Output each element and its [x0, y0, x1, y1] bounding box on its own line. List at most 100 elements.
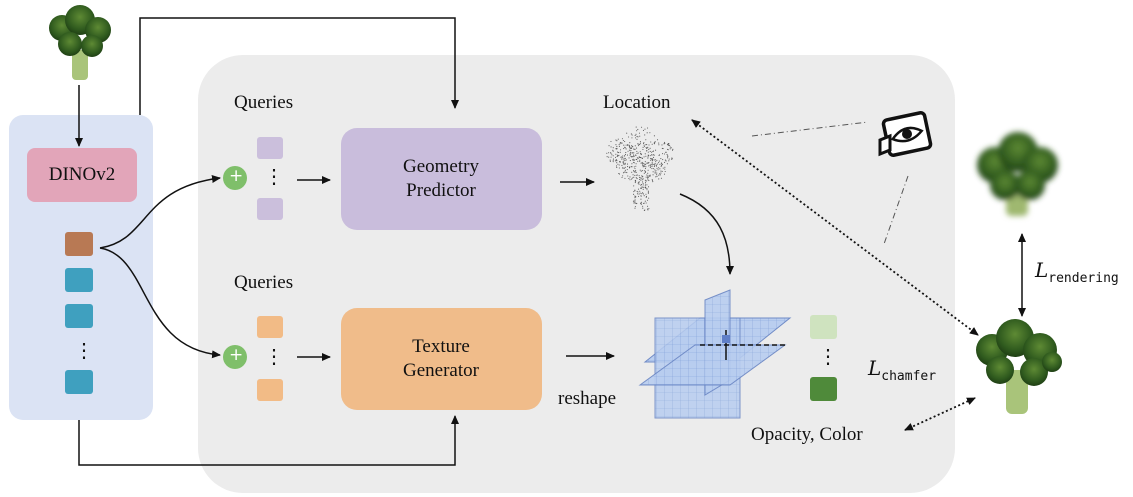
point — [643, 156, 645, 158]
point — [643, 172, 645, 174]
point — [616, 145, 618, 148]
point — [619, 161, 621, 163]
point — [619, 151, 621, 153]
point — [616, 147, 618, 149]
point — [622, 155, 624, 157]
arrow-opacity-gt — [904, 397, 976, 431]
point — [639, 144, 641, 146]
point — [627, 144, 629, 147]
point — [622, 166, 624, 168]
point — [636, 152, 638, 154]
point — [648, 161, 650, 164]
point — [635, 163, 637, 165]
point — [656, 139, 659, 141]
point — [647, 176, 649, 178]
point — [650, 141, 652, 143]
point — [640, 184, 642, 186]
point — [638, 132, 640, 134]
point — [622, 156, 624, 159]
point — [644, 128, 646, 130]
point — [615, 144, 617, 146]
point — [634, 196, 637, 198]
point — [616, 155, 618, 158]
point — [636, 157, 638, 159]
point — [633, 159, 635, 161]
point — [639, 135, 641, 137]
point — [646, 184, 648, 186]
point — [625, 159, 627, 161]
point — [606, 152, 608, 154]
point — [645, 193, 647, 195]
point — [619, 143, 621, 145]
point — [651, 166, 653, 168]
point-cloud-icon — [606, 126, 674, 212]
point — [619, 142, 621, 144]
point — [622, 172, 625, 174]
point — [666, 153, 668, 155]
point — [639, 151, 641, 153]
broccoli-gt-image — [976, 319, 1062, 414]
point — [628, 144, 630, 146]
point — [622, 139, 624, 142]
point — [664, 161, 666, 163]
token-teal — [65, 370, 93, 394]
point — [653, 165, 655, 168]
point — [631, 152, 633, 154]
point — [660, 172, 662, 174]
point — [635, 126, 637, 128]
point — [633, 170, 635, 172]
point — [646, 150, 648, 152]
ellipsis-encoder: ⋮ — [74, 340, 94, 362]
point — [631, 137, 633, 139]
point — [662, 159, 664, 161]
point — [665, 151, 667, 153]
point — [629, 154, 631, 156]
point — [630, 151, 632, 153]
point — [658, 160, 660, 162]
point — [644, 171, 646, 173]
point — [635, 137, 637, 139]
point — [645, 202, 647, 204]
point — [634, 145, 636, 147]
point — [634, 202, 636, 204]
point — [635, 133, 637, 135]
point — [636, 138, 638, 140]
point — [669, 148, 671, 150]
arrow-token-plus-top — [99, 175, 221, 249]
point — [636, 174, 638, 176]
arrow-token-plus-bottom — [99, 247, 221, 359]
point — [643, 142, 645, 144]
point — [642, 148, 644, 151]
point — [606, 156, 608, 158]
point — [610, 156, 612, 158]
point — [659, 163, 661, 165]
point — [612, 150, 614, 152]
point — [644, 134, 646, 136]
point — [638, 175, 640, 177]
point — [647, 209, 649, 211]
point — [664, 159, 666, 161]
point — [633, 162, 635, 164]
point — [634, 207, 636, 209]
point — [660, 158, 662, 160]
point — [625, 144, 627, 146]
point — [651, 143, 653, 145]
point — [623, 144, 625, 146]
point — [630, 133, 632, 135]
point — [638, 183, 640, 185]
point — [653, 135, 655, 137]
point — [655, 165, 658, 167]
point — [626, 172, 628, 174]
point — [631, 166, 633, 168]
point — [631, 159, 634, 161]
point — [658, 142, 660, 144]
point — [645, 196, 647, 198]
point — [629, 176, 631, 178]
point — [636, 147, 638, 149]
point — [634, 200, 636, 202]
point — [658, 144, 660, 146]
point — [667, 154, 669, 156]
point — [611, 154, 613, 156]
point — [638, 143, 640, 145]
point — [642, 192, 644, 194]
